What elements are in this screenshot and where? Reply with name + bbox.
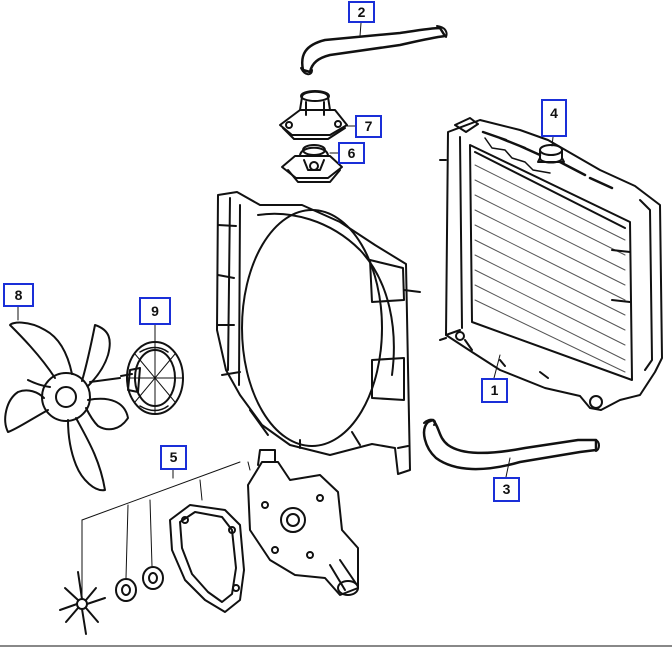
callout-8: 8: [3, 283, 34, 307]
callout-6: 6: [338, 142, 365, 164]
callout-3: 3: [493, 477, 520, 502]
fan-clutch-icon: [120, 341, 184, 415]
callout-2: 2: [348, 1, 375, 23]
upper-hose-icon: [300, 25, 448, 76]
radiator-cap-icon: [537, 144, 565, 164]
radiator-icon: [439, 117, 663, 411]
callout-4: 4: [541, 99, 567, 137]
thermostat-icon: [281, 144, 343, 183]
fan-blade-icon: [4, 321, 129, 492]
callout-7: 7: [355, 115, 382, 138]
callout-1: 1: [481, 378, 508, 403]
water-pump-kit-icon: [59, 449, 359, 635]
leader-lines: [17, 22, 554, 479]
fan-shroud-icon: [216, 191, 421, 475]
callout-5: 5: [160, 445, 187, 470]
lower-hose-icon: [422, 418, 600, 471]
thermostat-housing-icon: [279, 90, 348, 140]
callout-9: 9: [139, 297, 171, 325]
